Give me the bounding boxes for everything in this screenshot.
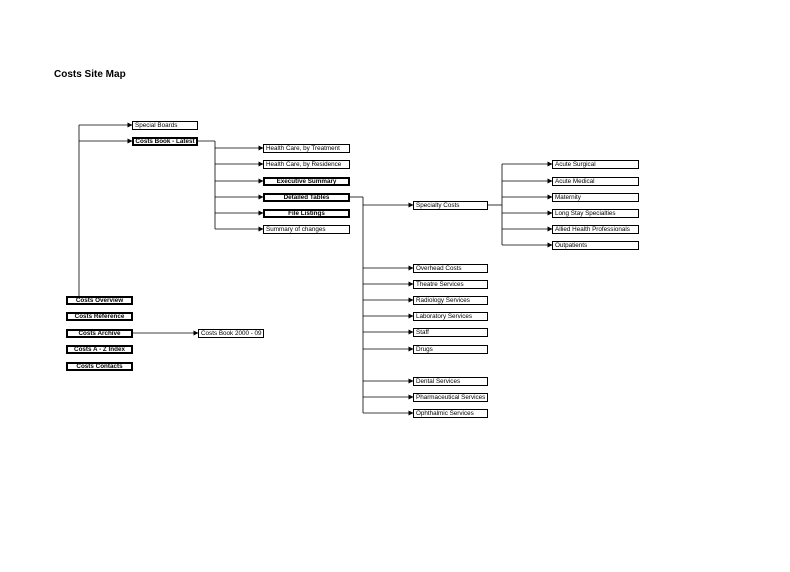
node-executive-summary[interactable]: Executive Summary — [263, 177, 350, 186]
page-title: Costs Site Map — [54, 69, 126, 80]
node-allied-health-professionals[interactable]: Allied Health Professionals — [552, 225, 639, 234]
node-detailed-tables[interactable]: Detailed Tables — [263, 193, 350, 202]
node-costs-overview[interactable]: Costs Overview — [66, 296, 133, 305]
node-overhead-costs[interactable]: Overhead Costs — [413, 264, 488, 273]
node-costs-contacts[interactable]: Costs Contacts — [66, 362, 133, 371]
node-special-boards[interactable]: Special Boards — [132, 121, 198, 130]
node-acute-medical[interactable]: Acute Medical — [552, 177, 639, 186]
node-staff[interactable]: Staff — [413, 328, 488, 337]
node-dental-services[interactable]: Dental Services — [413, 377, 488, 386]
node-ophthalmic-services[interactable]: Ophthalmic Services — [413, 409, 488, 418]
node-costs-reference[interactable]: Costs Reference — [66, 312, 133, 321]
node-pharmaceutical-services[interactable]: Pharmaceutical Services — [413, 393, 488, 402]
node-specialty-costs[interactable]: Specialty Costs — [413, 201, 488, 210]
node-costs-book-2000-09[interactable]: Costs Book 2000 - 09 — [198, 329, 264, 338]
node-outpatients[interactable]: Outpatients — [552, 241, 639, 250]
node-radiology-services[interactable]: Radiology Services — [413, 296, 488, 305]
node-costs-book-latest[interactable]: Costs Book - Latest — [132, 137, 198, 146]
node-acute-surgical[interactable]: Acute Surgical — [552, 160, 639, 169]
node-laboratory-services[interactable]: Laboratory Services — [413, 312, 488, 321]
node-file-listings[interactable]: File Listings — [263, 209, 350, 218]
node-health-care-by-treatment[interactable]: Health Care, by Treatment — [263, 144, 350, 153]
node-summary-of-changes[interactable]: Summary of changes — [263, 225, 350, 234]
node-costs-a-z-index[interactable]: Costs A - Z Index — [66, 345, 133, 354]
node-long-stay-specialties[interactable]: Long Stay Specialties — [552, 209, 639, 218]
node-costs-archive[interactable]: Costs Archive — [66, 329, 133, 338]
node-maternity[interactable]: Maternity — [552, 193, 639, 202]
node-health-care-by-residence[interactable]: Health Care, by Residence — [263, 160, 350, 169]
node-drugs[interactable]: Drugs — [413, 345, 488, 354]
node-theatre-services[interactable]: Theatre Services — [413, 280, 488, 289]
